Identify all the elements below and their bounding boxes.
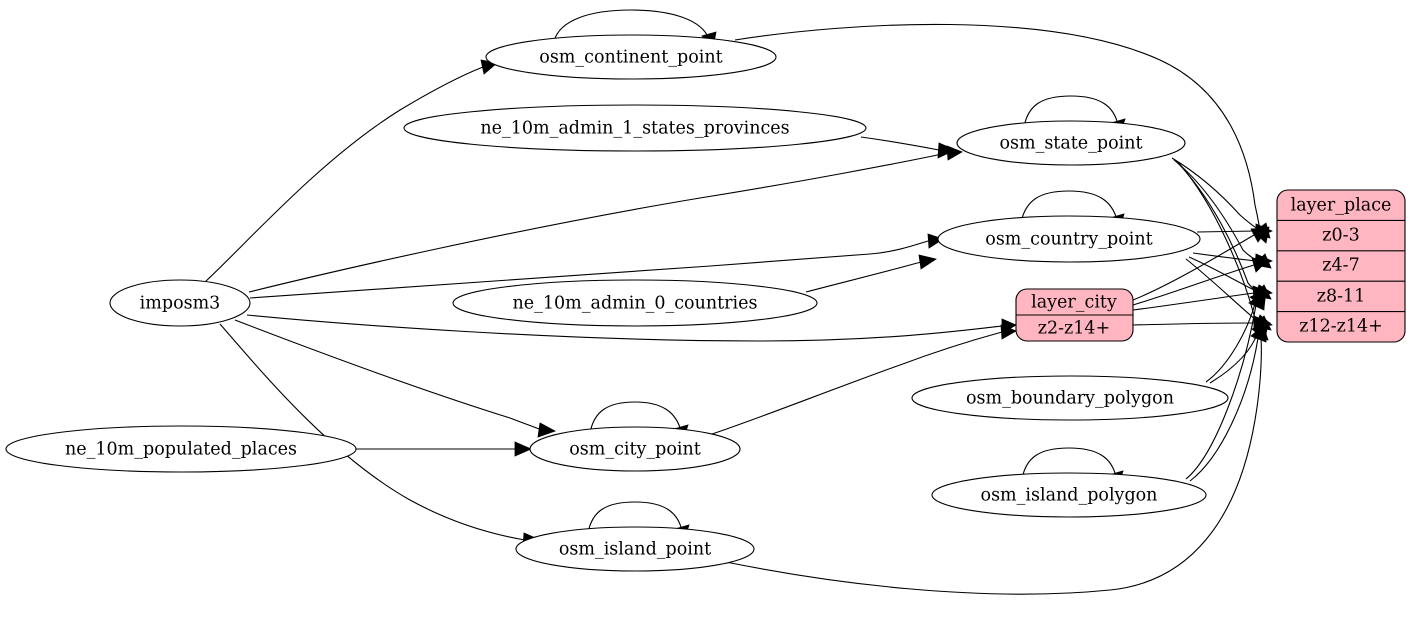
layer_city-row-z2-z14plus[interactable]: z2-z14+ xyxy=(1038,319,1110,339)
selfloop-osm_island_point xyxy=(587,501,683,534)
node-shape[interactable] xyxy=(452,279,818,327)
selfloop-osm_city_point xyxy=(589,401,682,434)
selfloop-osm_continent_point xyxy=(553,9,710,42)
node-shape[interactable] xyxy=(5,425,357,473)
edge-ne_10m_admin_1_states_provinces-to-osm_state_point xyxy=(860,136,940,151)
node-ne_10m_admin_0_countries[interactable]: ne_10m_admin_0_countries xyxy=(452,279,818,327)
arrowhead xyxy=(1250,227,1269,243)
arrowhead xyxy=(1248,292,1265,311)
edge-imposm3-to-osm_country_point xyxy=(249,240,929,299)
edge-layer_city-to-layer_place-z12 xyxy=(1132,322,1255,326)
arrowhead xyxy=(918,254,937,270)
edge-osm_boundary_polygon-to-layer_place-z12 xyxy=(1209,331,1259,384)
node-label: osm_boundary_polygon xyxy=(966,389,1174,409)
node-osm_continent_point[interactable]: osm_continent_point xyxy=(485,34,777,80)
edge-imposm3-to-osm_continent_point xyxy=(204,66,484,283)
node-shape[interactable] xyxy=(529,426,741,472)
node-label: osm_country_point xyxy=(985,230,1152,250)
node-label: osm_island_point xyxy=(559,540,711,560)
edge-layer_city-to-layer_place-z4-7 xyxy=(1132,264,1255,306)
arrowhead xyxy=(1251,257,1269,273)
node-osm_country_point[interactable]: osm_country_point xyxy=(937,215,1201,263)
node-shape[interactable] xyxy=(956,120,1186,166)
edge-osm_island_polygon-to-layer_place-z12 xyxy=(1189,337,1259,482)
arrowhead xyxy=(1253,324,1269,341)
node-shape[interactable] xyxy=(937,215,1201,263)
node-shape[interactable] xyxy=(911,375,1229,421)
layer_place-row-z4-7[interactable]: z4-7 xyxy=(1322,256,1359,276)
edge-osm_country_point-to-layer_place-z0-3 xyxy=(1196,230,1257,233)
record-node-layer_city[interactable]: layer_city z2-z14+ xyxy=(1015,288,1134,342)
node-label: ne_10m_admin_1_states_provinces xyxy=(480,119,789,139)
node-osm_state_point[interactable]: osm_state_point xyxy=(956,120,1186,166)
layer_city-title: layer_city xyxy=(1031,293,1117,313)
node-layer: osm_continent_point ne_10m_admin_1_state… xyxy=(5,34,1229,572)
node-shape[interactable] xyxy=(931,472,1207,518)
edge-osm_country_point-to-layer_place-z4-7 xyxy=(1192,252,1257,262)
node-label: ne_10m_populated_places xyxy=(65,440,297,460)
edge-ne_10m_admin_0_countries-to-osm_country_point xyxy=(805,261,922,293)
node-label: osm_continent_point xyxy=(539,48,722,68)
node-shape[interactable] xyxy=(109,279,251,327)
node-label: osm_island_polygon xyxy=(981,486,1158,506)
edge-imposm3-to-osm_island_point xyxy=(219,323,526,541)
selfloop-osm_island_polygon xyxy=(1021,447,1117,480)
arrowhead xyxy=(927,233,944,249)
node-label: osm_state_point xyxy=(999,134,1142,154)
edge-osm_island_point-to-layer_place-z12 xyxy=(725,337,1262,595)
record-node-layer_place[interactable]: layer_place z0-3 z4-7 z8-11 z12-z14+ xyxy=(1276,189,1406,343)
node-osm_boundary_polygon[interactable]: osm_boundary_polygon xyxy=(911,375,1229,421)
node-osm_island_polygon[interactable]: osm_island_polygon xyxy=(931,472,1207,518)
edge-osm_boundary_polygon-to-layer_place-z8-11 xyxy=(1205,299,1257,383)
layer_place-row-z12-z14plus[interactable]: z12-z14+ xyxy=(1299,317,1383,337)
node-osm_city_point[interactable]: osm_city_point xyxy=(529,426,741,472)
node-label: imposm3 xyxy=(140,294,221,314)
node-imposm3[interactable]: imposm3 xyxy=(109,279,251,327)
edge-osm_country_point-to-layer_place-z12 xyxy=(1185,258,1257,321)
node-label: ne_10m_admin_0_countries xyxy=(513,294,758,314)
node-osm_island_point[interactable]: osm_island_point xyxy=(515,526,755,572)
node-shape[interactable] xyxy=(515,526,755,572)
edge-osm_city_point-to-layer_city xyxy=(711,331,1003,435)
edge-imposm3-to-osm_city_point xyxy=(234,319,543,431)
arrowhead xyxy=(514,441,532,457)
node-label: osm_city_point xyxy=(569,440,701,460)
selfloop-osm_country_point xyxy=(1020,190,1118,223)
edge-layer_city-to-layer_place-z8-11 xyxy=(1132,292,1255,311)
selfloop-osm_state_point xyxy=(1023,95,1119,128)
edge-osm_island_polygon-to-layer_place-z8-11 xyxy=(1185,304,1257,480)
node-shape[interactable] xyxy=(485,34,777,80)
edge-layer_city-to-layer_place-z0-3 xyxy=(1132,234,1255,301)
edge-osm_continent_point-to-layer_place xyxy=(734,23,1261,231)
layer_place-box[interactable] xyxy=(1276,189,1406,343)
edge-osm_state_point-to-layer_place-z0-3 xyxy=(1171,157,1259,230)
arrowhead xyxy=(537,422,556,438)
edge-imposm3-to-osm_state_point xyxy=(248,152,948,293)
edge-osm_country_point-to-layer_place-z8-11 xyxy=(1188,256,1257,292)
node-shape[interactable] xyxy=(403,104,867,152)
layer_place-title: layer_place xyxy=(1291,196,1392,216)
node-ne_10m_admin_1_states_provinces[interactable]: ne_10m_admin_1_states_provinces xyxy=(403,104,867,152)
edge-imposm3-to-layer_city xyxy=(246,314,1003,342)
layer_place-row-z8-11[interactable]: z8-11 xyxy=(1317,287,1366,307)
arrowhead xyxy=(1000,324,1017,340)
arrowhead xyxy=(937,142,956,159)
node-ne_10m_populated_places[interactable]: ne_10m_populated_places xyxy=(5,425,357,473)
layer_place-row-z0-3[interactable]: z0-3 xyxy=(1322,226,1359,246)
